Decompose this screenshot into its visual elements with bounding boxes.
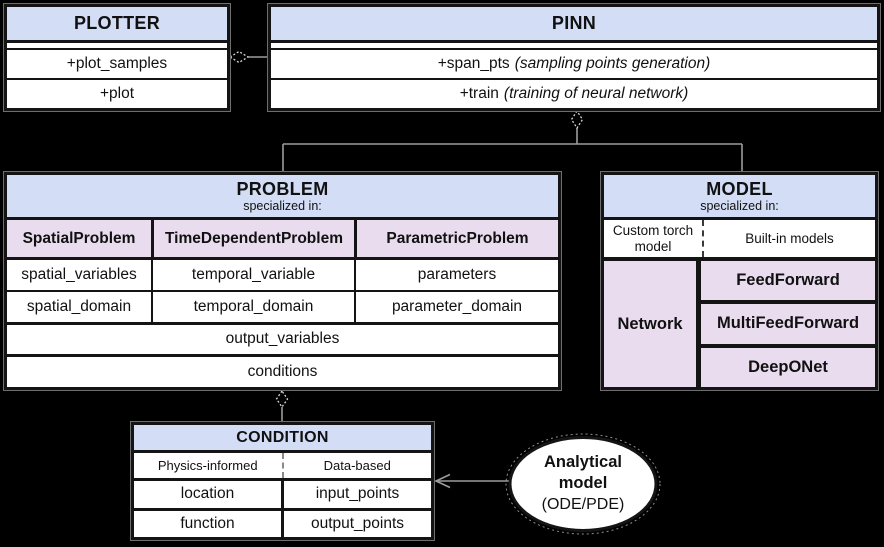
aggregation-diamond-icon bbox=[228, 50, 250, 64]
attr-spatial-domain: spatial_domain bbox=[7, 291, 151, 322]
problem-class-box: PROBLEM specialized in: SpatialProblem T… bbox=[4, 172, 561, 390]
category-custom-torch-model: Custom torch model bbox=[604, 220, 704, 257]
pinn-method-train: +train bbox=[459, 85, 499, 102]
model-title: MODEL bbox=[706, 179, 773, 199]
model-subclass-section: Network FeedForward MultiFeedForward Dee… bbox=[604, 261, 875, 387]
problem-shared-row: conditions bbox=[7, 357, 558, 387]
attr-output-variables: output_variables bbox=[225, 330, 340, 348]
analytical-line1: Analytical bbox=[544, 453, 622, 471]
aggregation-diamond-icon bbox=[570, 109, 584, 130]
problem-subclass-row: SpatialProblem TimeDependentProblem Para… bbox=[7, 220, 558, 260]
model-category-row: Custom torch model Built-in models bbox=[604, 220, 875, 261]
model-class-box: MODEL specialized in: Custom torch model… bbox=[601, 172, 878, 390]
attr-parameters: parameters bbox=[354, 260, 558, 290]
category-physics-informed: Physics-informed bbox=[134, 453, 284, 478]
plotter-method-row: +plot_samples bbox=[7, 50, 227, 80]
plotter-method-plot-samples: +plot_samples bbox=[66, 55, 168, 72]
condition-attr-row: function output_points bbox=[134, 510, 431, 537]
attr-temporal-domain: temporal_domain bbox=[151, 291, 354, 322]
subclass-spatial-problem: SpatialProblem bbox=[7, 220, 151, 257]
problem-title: PROBLEM bbox=[236, 179, 329, 199]
subclass-time-dependent-problem: TimeDependentProblem bbox=[151, 220, 354, 257]
model-header: MODEL specialized in: bbox=[604, 175, 875, 220]
subclass-network: Network bbox=[604, 261, 701, 387]
pinn-method-span-pts: +span_pts bbox=[437, 55, 510, 72]
pinn-header: PINN bbox=[271, 7, 877, 43]
category-data-based: Data-based bbox=[323, 458, 391, 473]
condition-title: CONDITION bbox=[236, 428, 329, 446]
attr-function: function bbox=[134, 510, 284, 537]
attr-spatial-variables: spatial_variables bbox=[7, 260, 151, 290]
category-built-in-models: Built-in models bbox=[745, 230, 834, 246]
plotter-title: PLOTTER bbox=[73, 13, 161, 33]
builtin-model-list: FeedForward MultiFeedForward DeepONet bbox=[701, 261, 875, 387]
pinn-method-train-note: (training of neural network) bbox=[503, 85, 689, 102]
plotter-class-box: PLOTTER +plot_samples +plot bbox=[4, 4, 230, 111]
open-arrowhead-icon bbox=[434, 473, 451, 489]
plotter-header: PLOTTER bbox=[7, 7, 227, 43]
plotter-method-row: +plot bbox=[7, 80, 227, 108]
analytical-line2: model bbox=[558, 474, 608, 492]
condition-category-row: Physics-informed Data-based bbox=[134, 453, 431, 481]
empty-compartment bbox=[271, 43, 877, 50]
attr-output-points: output_points bbox=[310, 514, 405, 532]
attr-input-points: input_points bbox=[315, 485, 400, 503]
attr-conditions: conditions bbox=[247, 363, 318, 381]
plotter-method-plot: +plot bbox=[99, 85, 135, 102]
condition-attr-row: location input_points bbox=[134, 481, 431, 511]
problem-attr-row: spatial_domain temporal_domain parameter… bbox=[7, 291, 558, 325]
pinn-title: PINN bbox=[551, 13, 597, 33]
empty-compartment bbox=[7, 43, 227, 50]
problem-subtitle: specialized in: bbox=[243, 199, 322, 213]
analytical-line3: (ODE/PDE) bbox=[541, 496, 625, 513]
attr-parameter-domain: parameter_domain bbox=[354, 291, 558, 322]
pinn-children-connector bbox=[282, 128, 743, 172]
problem-shared-row: output_variables bbox=[7, 324, 558, 358]
aggregation-diamond-icon bbox=[275, 389, 289, 409]
condition-class-box: CONDITION Physics-informed Data-based lo… bbox=[131, 422, 434, 540]
pinn-class-box: PINN +span_pts (sampling points generati… bbox=[268, 4, 880, 111]
problem-attr-row: spatial_variables temporal_variable para… bbox=[7, 260, 558, 292]
subclass-multifeedforward: MultiFeedForward bbox=[701, 300, 875, 344]
condition-header: CONDITION bbox=[134, 425, 431, 453]
ellipse-halo bbox=[505, 433, 661, 535]
subclass-deeponet: DeepONet bbox=[701, 343, 875, 387]
attr-temporal-variable: temporal_variable bbox=[151, 260, 354, 290]
model-subtitle: specialized in: bbox=[700, 199, 779, 213]
attr-location: location bbox=[134, 481, 284, 508]
subclass-feedforward: FeedForward bbox=[701, 261, 875, 301]
subclass-parametric-problem: ParametricProblem bbox=[354, 220, 558, 257]
pinn-method-row: +train (training of neural network) bbox=[271, 80, 877, 108]
problem-header: PROBLEM specialized in: bbox=[7, 175, 558, 220]
pinn-method-row: +span_pts (sampling points generation) bbox=[271, 50, 877, 80]
analytical-model-ellipse bbox=[508, 436, 658, 532]
pinn-method-span-pts-note: (sampling points generation) bbox=[514, 55, 711, 72]
analytical-model-label: Analytical model (ODE/PDE) bbox=[509, 452, 657, 515]
